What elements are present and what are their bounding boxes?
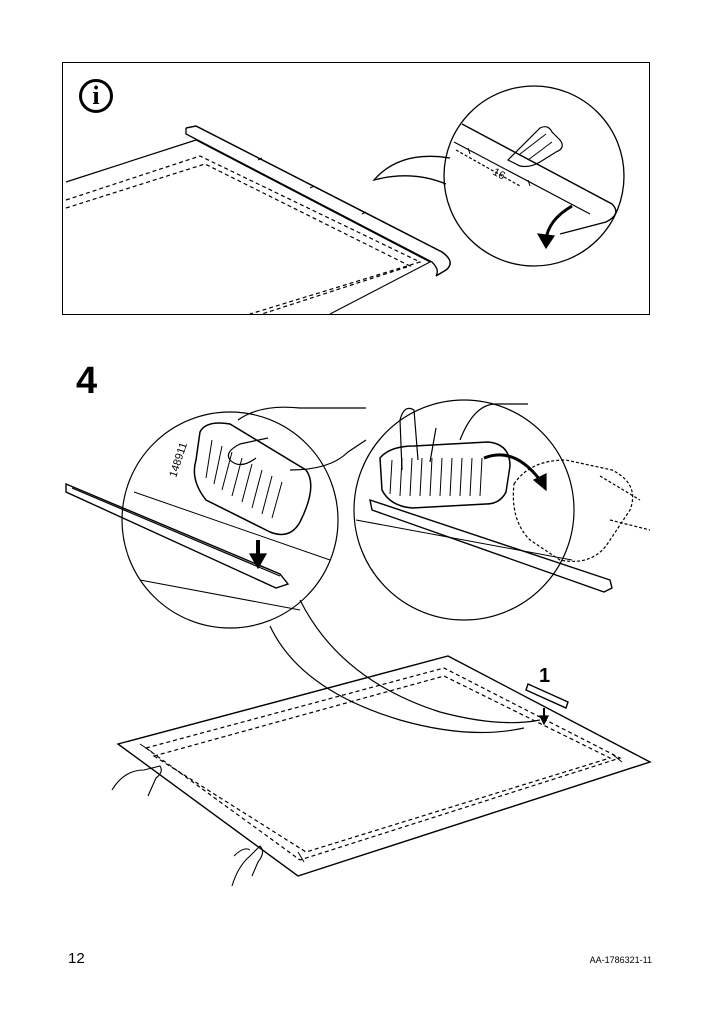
step4-illustration — [65, 399, 652, 887]
document-code: AA-1786321-11 — [589, 955, 652, 965]
info-icon: i — [79, 79, 113, 113]
callout-label: 1 — [539, 665, 550, 687]
measurement-label: 16 — [491, 166, 507, 182]
part-number-label: 148911 — [167, 441, 190, 479]
page-number: 12 — [68, 950, 85, 967]
info-panel: i — [62, 62, 650, 315]
step-number: 4 — [76, 360, 98, 402]
info-panel-illustration — [65, 85, 625, 315]
